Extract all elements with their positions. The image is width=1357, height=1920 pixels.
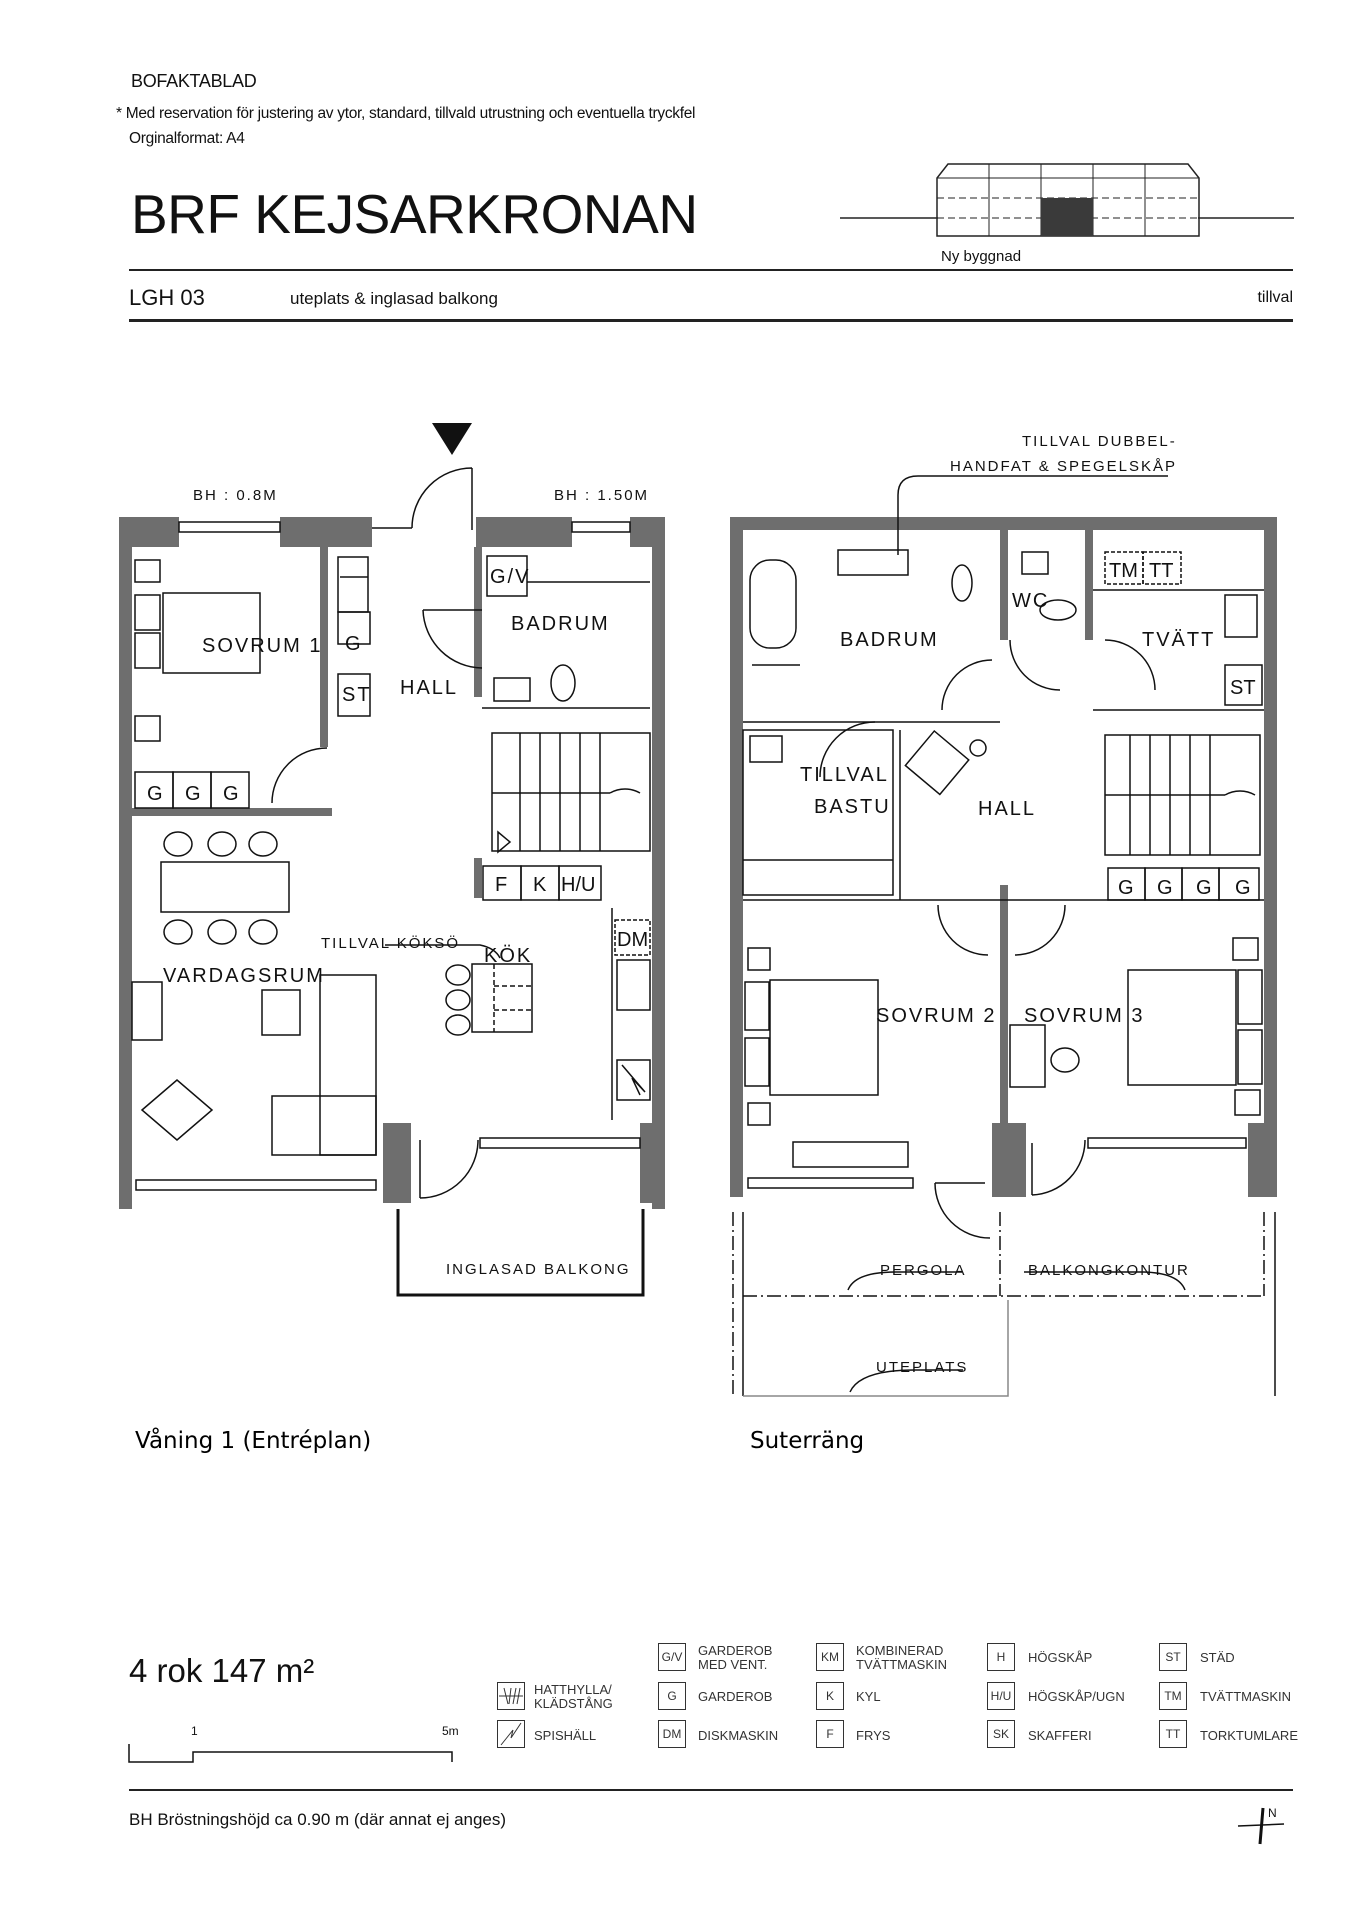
- divider: [129, 269, 1293, 271]
- legend-label: HÖGSKÅP/UGN: [1028, 1689, 1125, 1704]
- legend-label: GARDEROB: [698, 1689, 773, 1704]
- code-st: ST: [1230, 677, 1256, 699]
- legend-label: SKAFFERI: [1028, 1728, 1092, 1743]
- legend-label: STÄD: [1200, 1650, 1235, 1665]
- legend-code: G/V: [658, 1643, 686, 1671]
- room-badrum: BADRUM: [511, 613, 610, 635]
- walls: [119, 517, 665, 1209]
- room-hall: HALL: [400, 677, 458, 699]
- bh-left-label: BH : 0.8M: [193, 487, 278, 504]
- scale-bar: [128, 1744, 453, 1763]
- code-g: G: [1235, 877, 1253, 899]
- divider: [129, 319, 1293, 322]
- code-g: G: [147, 783, 165, 805]
- entrance-arrow-icon: [432, 423, 472, 455]
- stove-icon: [497, 1720, 525, 1748]
- hat-shelf-icon: [497, 1682, 525, 1710]
- doc-type: BOFAKTABLAD: [131, 71, 257, 91]
- code-f: F: [495, 874, 509, 896]
- legend-label: DISKMASKIN: [698, 1728, 779, 1743]
- legend-code: K: [816, 1682, 844, 1710]
- legend-label: HATTHYLLA/ KLÄDSTÅNG: [534, 1682, 613, 1711]
- apartment-size: 4 rok 147 m²: [129, 1652, 315, 1689]
- room-bastu: BASTU: [814, 796, 891, 818]
- koksö-note: TILLVAL KÖKSÖ: [321, 934, 460, 952]
- code-g: G: [1196, 877, 1214, 899]
- bh-note: BH Bröstningshöjd ca 0.90 m (där annat e…: [129, 1810, 507, 1829]
- legend-code: KM: [816, 1643, 844, 1671]
- legend-code: TM: [1159, 1682, 1187, 1710]
- disclaimer: * Med reservation för justering av ytor,…: [116, 105, 696, 122]
- plan-entrance-floor: BH : 0.8M BH : 1.50M SOVRUM 1 HALL BADRU…: [119, 423, 665, 1454]
- north-label: N: [1268, 1806, 1277, 1820]
- plan-title-basement: Suterräng: [750, 1428, 864, 1454]
- code-g: G: [1118, 877, 1136, 899]
- page-title: BRF KEJSARKRONAN: [131, 183, 698, 245]
- legend-label: GARDEROB MED VENT.: [698, 1643, 773, 1672]
- plan-title-entrance: Våning 1 (Entréplan): [135, 1426, 371, 1454]
- legend-code: TT: [1159, 1720, 1187, 1748]
- room-sovrum-3: SOVRUM 3: [1024, 1005, 1144, 1027]
- legend-code: H: [987, 1643, 1015, 1671]
- legend-label: FRYS: [856, 1728, 891, 1743]
- apartment-highlight: [1041, 198, 1093, 236]
- legend-label: TVÄTTMASKIN: [1200, 1689, 1292, 1704]
- original-format: Orginalformat: A4: [129, 130, 245, 147]
- code-k: K: [533, 874, 548, 896]
- legend-code: SK: [987, 1720, 1015, 1748]
- key-plan-label: Ny byggnad: [941, 248, 1022, 265]
- label-balkongkontur: BALKONGKONTUR: [1028, 1262, 1190, 1279]
- room-sovrum-2: SOVRUM 2: [876, 1005, 996, 1027]
- option-label: tillval: [1257, 289, 1293, 306]
- legend-code: G: [658, 1682, 686, 1710]
- apartment-subtitle: uteplats & inglasad balkong: [290, 289, 498, 308]
- label-pergola: PERGOLA: [880, 1262, 967, 1279]
- note-double-sink-1: TILLVAL DUBBEL-: [1022, 433, 1177, 450]
- bh-right-label: BH : 1.50M: [554, 487, 649, 504]
- code-g: G: [345, 633, 363, 655]
- code-g: G: [223, 783, 241, 805]
- room-tvatt: TVÄTT: [1142, 629, 1215, 651]
- code-tt: TT: [1149, 560, 1173, 582]
- code-gv: G/V: [490, 566, 530, 588]
- room-inglasad-balkong: INGLASAD BALKONG: [446, 1261, 631, 1278]
- plan-lower-floor: TILLVAL DUBBEL- HANDFAT & SPEGELSKÅP BAD…: [730, 433, 1277, 1454]
- code-st: ST: [342, 684, 372, 706]
- room-hall: HALL: [978, 798, 1036, 820]
- code-dm: DM: [617, 929, 648, 951]
- key-plan: [840, 163, 1294, 237]
- code-hu: H/U: [561, 874, 595, 896]
- walls: [730, 517, 1277, 1197]
- legend-label: KYL: [856, 1689, 881, 1704]
- legend-label: SPISHÄLL: [534, 1728, 597, 1743]
- legend-label: KOMBINERAD TVÄTTMASKIN: [856, 1643, 948, 1672]
- room-sovrum-1: SOVRUM 1: [202, 635, 322, 657]
- plan-lower-labels: TILLVAL DUBBEL- HANDFAT & SPEGELSKÅP BAD…: [800, 433, 1256, 1376]
- plan-upper-labels: BH : 0.8M BH : 1.50M SOVRUM 1 HALL BADRU…: [147, 487, 649, 1278]
- code-tm: TM: [1109, 560, 1138, 582]
- apartment-number: LGH 03: [129, 285, 205, 310]
- room-wc: WC: [1012, 590, 1049, 612]
- north-arrow-icon: [1237, 1807, 1285, 1845]
- legend-label: HÖGSKÅP: [1028, 1650, 1093, 1665]
- legend-code: DM: [658, 1720, 686, 1748]
- room-badrum: BADRUM: [840, 629, 939, 651]
- label-uteplats: UTEPLATS: [876, 1359, 968, 1376]
- code-g: G: [1157, 877, 1175, 899]
- legend-code: ST: [1159, 1643, 1187, 1671]
- scale-label-5m: 5m: [442, 1724, 459, 1738]
- room-kok: KÖK: [484, 945, 532, 967]
- legend-code: H/U: [987, 1682, 1015, 1710]
- note-double-sink-2: HANDFAT & SPEGELSKÅP: [950, 458, 1177, 475]
- legend-code: F: [816, 1720, 844, 1748]
- legend-label: TORKTUMLARE: [1200, 1728, 1298, 1743]
- room-vardagsrum: VARDAGSRUM: [163, 965, 325, 987]
- code-g: G: [185, 783, 203, 805]
- scale-label-1: 1: [191, 1724, 198, 1738]
- divider: [129, 1789, 1293, 1791]
- room-tillval-label: TILLVAL: [800, 764, 889, 786]
